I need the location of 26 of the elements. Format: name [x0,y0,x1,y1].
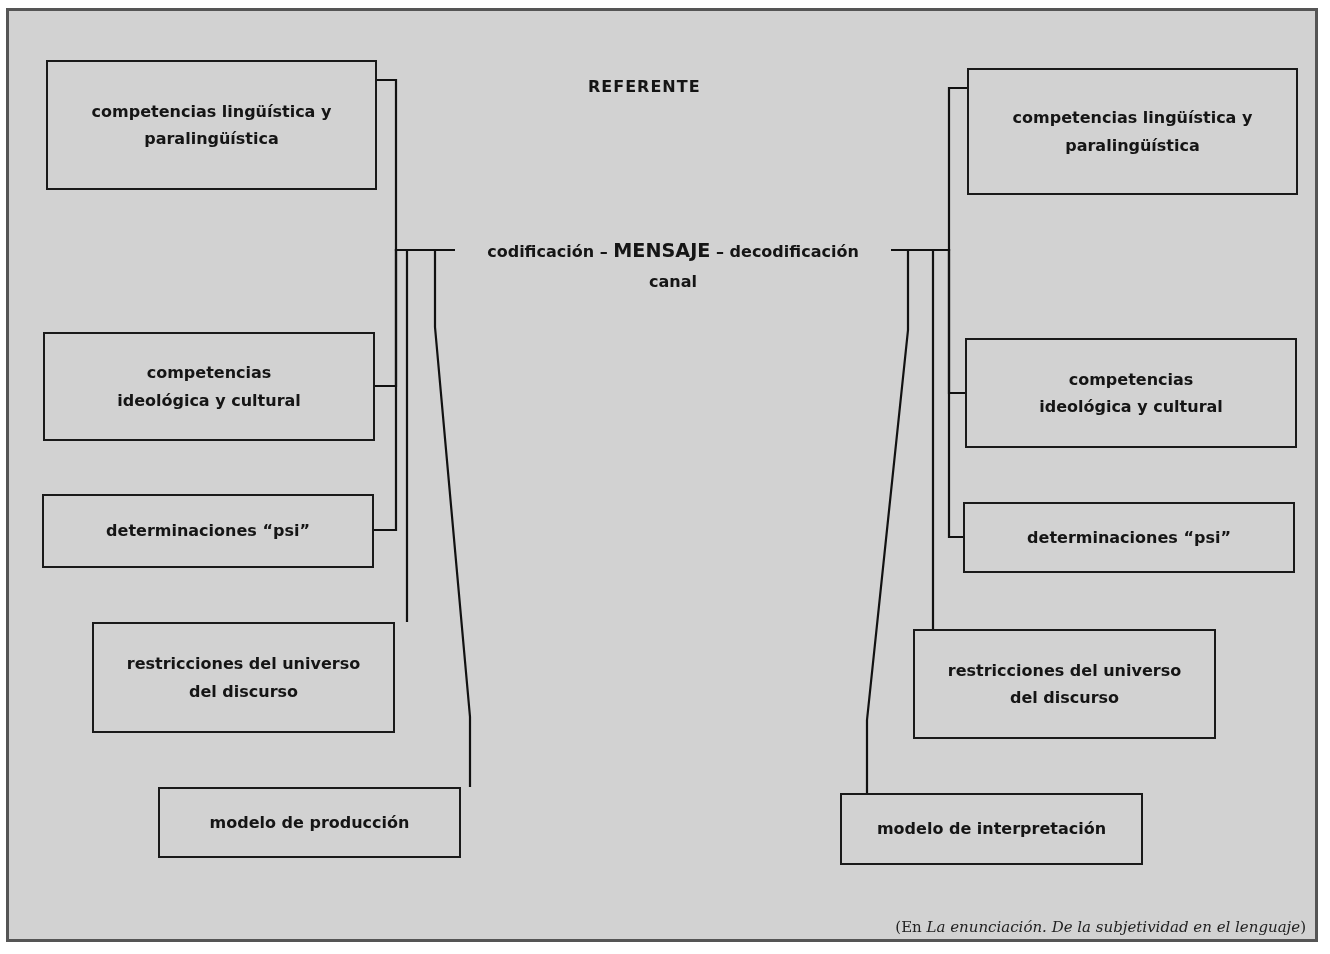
box-text: determinaciones “psi” [1027,526,1231,549]
concept-box [967,68,1298,195]
box-text: restricciones del universo del discurso [946,659,1183,709]
concept-box [42,494,374,568]
source-caption: (En La enunciación. De la subjetividad en el lenguaje) [895,918,1306,936]
process-text: canal [649,270,697,293]
box-text: competencias ideológica y cultural [1038,368,1224,418]
concept-box [913,629,1216,739]
box-text: competencias lingüística y paralingüística [1011,107,1254,157]
process-text: codificación – MENSAJE – decodificación [487,238,859,265]
box-text: restricciones del universo del discurso [125,653,362,703]
concept-box [43,332,375,441]
concept-box [92,622,395,733]
concept-box [158,787,461,858]
concept-box [46,60,377,190]
connector-line [865,248,910,793]
box-text: modelo de producción [209,811,410,834]
concept-box [965,338,1297,448]
box-text: competencias lingüística y paralingüística [90,100,333,150]
box-text: competencias ideológica y cultural [116,362,302,412]
box-text: modelo de interpretación [876,818,1107,841]
concept-box [963,502,1295,573]
connector-line [433,248,472,787]
box-text: determinaciones “psi” [106,520,310,543]
concept-box [840,793,1143,865]
heading-text: REFERENTE [588,77,701,96]
